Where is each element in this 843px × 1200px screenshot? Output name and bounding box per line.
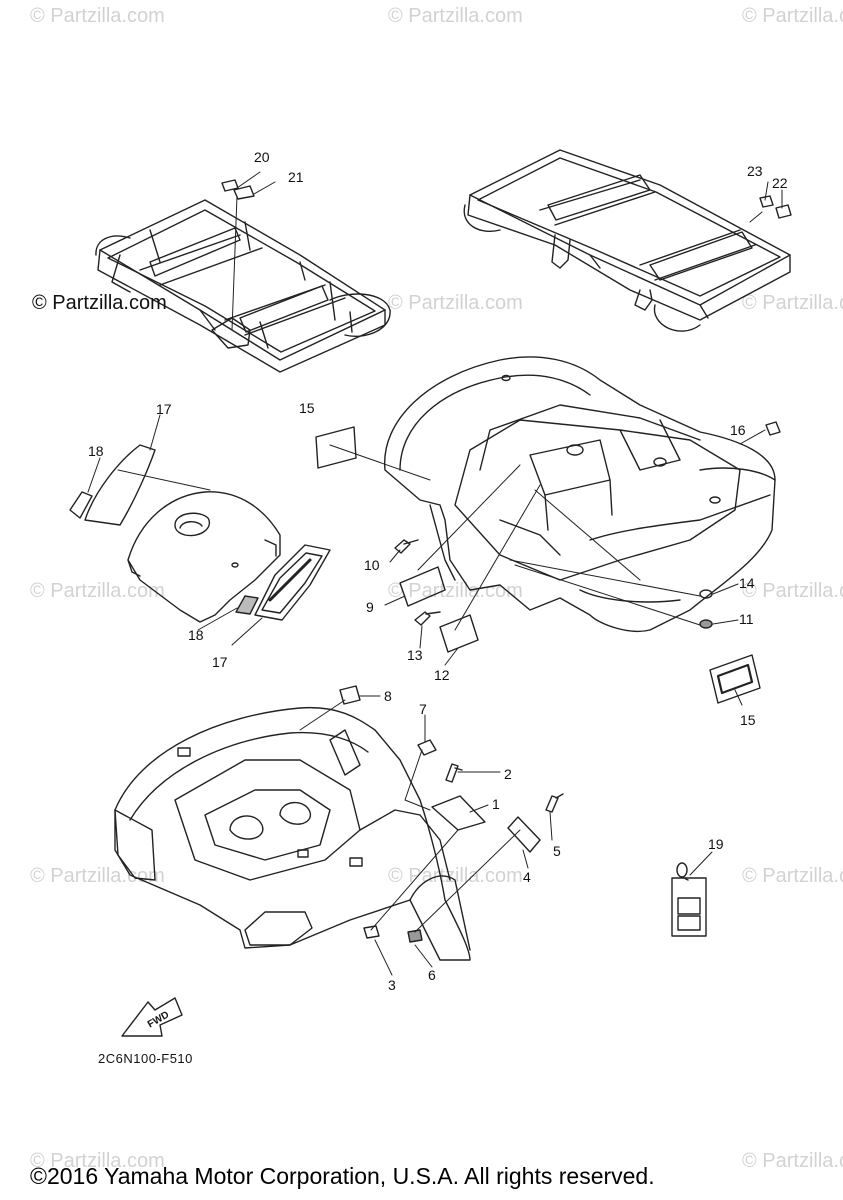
- callout-12: 12: [434, 667, 450, 683]
- watermark: © Partzilla.com: [388, 5, 523, 27]
- brand-watermark: © Partzilla.com: [32, 292, 167, 314]
- label-20: [221, 179, 239, 192]
- fwd-label: FWD: [146, 1010, 171, 1031]
- callout-10: 10: [364, 557, 380, 573]
- rear-carrier-rack: [463, 149, 791, 332]
- watermark: © Partzilla.com: [30, 580, 165, 602]
- washer-14: [699, 589, 713, 599]
- callout-19: 19: [708, 836, 724, 852]
- copyright-notice: ©2016 Yamaha Motor Corporation, U.S.A. A…: [30, 1163, 655, 1189]
- label-8: [339, 685, 361, 705]
- callout-22: 22: [772, 175, 788, 191]
- watermark: © Partzilla.com: [742, 580, 843, 602]
- washer-11: [699, 619, 713, 629]
- watermark: © Partzilla.com: [30, 865, 165, 887]
- decal-17-upper: [84, 444, 156, 526]
- label-23: [759, 195, 774, 208]
- front-carrier-rack: [95, 199, 391, 373]
- watermark: © Partzilla.com: [742, 5, 843, 27]
- rivet-5: [545, 793, 564, 813]
- plate-12: [439, 614, 479, 653]
- label-22: [775, 204, 792, 219]
- forward-arrow: [121, 997, 183, 1037]
- callout-5: 5: [553, 843, 561, 859]
- callout-9: 9: [366, 599, 374, 615]
- callout-14: 14: [739, 575, 755, 591]
- callout-20: 20: [254, 149, 270, 165]
- tag-19: [671, 862, 707, 937]
- callout-8: 8: [384, 688, 392, 704]
- decal-15-4x4: [709, 654, 761, 704]
- callout-3: 3: [388, 977, 396, 993]
- callout-16: 16: [730, 422, 746, 438]
- watermark: © Partzilla.com: [742, 292, 843, 314]
- watermark: © Partzilla.com: [742, 865, 843, 887]
- plate-1: [431, 795, 486, 831]
- callout-18-top: 18: [88, 443, 104, 459]
- callout-1: 1: [492, 796, 500, 812]
- front-fender: [114, 706, 471, 961]
- watermark: © Partzilla.com: [388, 865, 523, 887]
- callout-13: 13: [407, 647, 423, 663]
- label-16: [765, 421, 781, 436]
- rivet-10: [394, 539, 419, 554]
- plate-4: [507, 816, 541, 853]
- callout-7: 7: [419, 701, 427, 717]
- front-panel: [127, 491, 281, 623]
- watermark: © Partzilla.com: [30, 1150, 165, 1172]
- callout-18-bottom: 18: [188, 627, 204, 643]
- callout-2: 2: [504, 766, 512, 782]
- callout-17-bottom: 17: [212, 654, 228, 670]
- emblem-17-lower: [254, 544, 331, 621]
- label-7: [417, 739, 437, 756]
- leader-lines: [87, 171, 783, 976]
- watermark: © Partzilla.com: [388, 580, 523, 602]
- callout-6: 6: [428, 967, 436, 983]
- callout-21: 21: [288, 169, 304, 185]
- callout-11: 11: [739, 611, 754, 627]
- plate-9: [399, 566, 446, 607]
- rivet-2: [445, 763, 463, 783]
- callout-15-top: 15: [299, 400, 315, 416]
- label-15-upper: [315, 426, 357, 469]
- rivet-13: [414, 611, 441, 626]
- decal-18-lower: [235, 595, 259, 615]
- watermark: © Partzilla.com: [388, 292, 523, 314]
- nut-3: [363, 925, 380, 939]
- decal-18-upper: [69, 491, 93, 519]
- callout-15-bottom: 15: [740, 712, 756, 728]
- callout-17-top: 17: [156, 401, 172, 417]
- diagram-code: 2C6N100-F510: [98, 1051, 193, 1066]
- watermark: © Partzilla.com: [742, 1150, 843, 1172]
- callout-23: 23: [747, 163, 763, 179]
- watermark: © Partzilla.com: [30, 5, 165, 27]
- callout-4: 4: [523, 869, 531, 885]
